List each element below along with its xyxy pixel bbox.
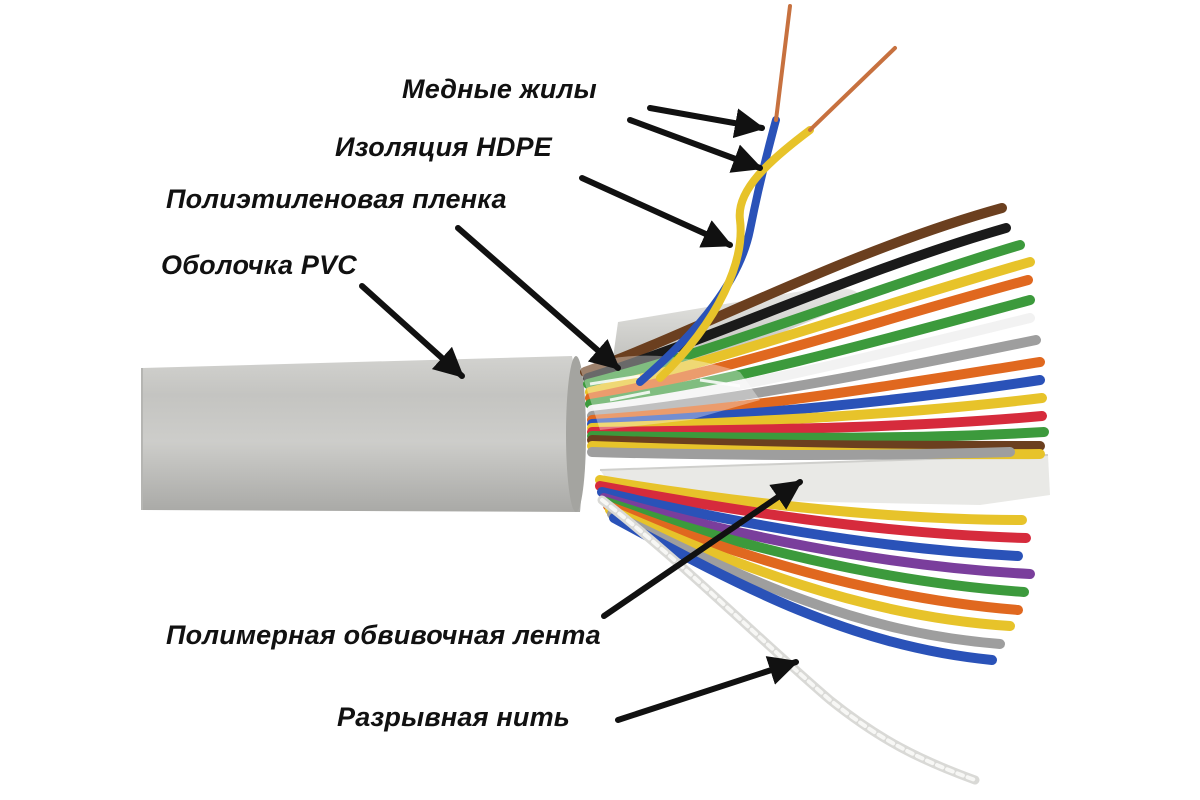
rip-cord bbox=[597, 495, 980, 785]
arrow-hdpe-insulation bbox=[627, 117, 763, 173]
arrow-rip-cord bbox=[615, 656, 799, 723]
arrow-hdpe-insulation-2 bbox=[579, 175, 733, 248]
pvc-sheath bbox=[141, 356, 586, 512]
label-polyethylene-film: Полиэтиленовая пленка bbox=[166, 184, 507, 214]
arrow-polyethylene-film bbox=[455, 225, 621, 371]
arrows bbox=[359, 105, 803, 723]
separated-pair bbox=[636, 4, 897, 386]
arrow-polymer-wrap-tape bbox=[601, 479, 803, 619]
label-rip-cord: Разрывная нить bbox=[337, 702, 571, 732]
label-pvc-sheath: Оболочка PVC bbox=[161, 250, 357, 280]
label-copper-cores: Медные жилы bbox=[402, 74, 597, 104]
label-polymer-wrap-tape: Полимерная обвивочная лента bbox=[166, 620, 601, 650]
wire-bundle bbox=[580, 203, 1049, 665]
arrow-copper-cores bbox=[647, 105, 765, 139]
label-hdpe-insulation: Изоляция HDPE bbox=[335, 132, 552, 162]
arrow-pvc-sheath bbox=[359, 283, 465, 379]
polyethylene-film bbox=[580, 355, 760, 430]
